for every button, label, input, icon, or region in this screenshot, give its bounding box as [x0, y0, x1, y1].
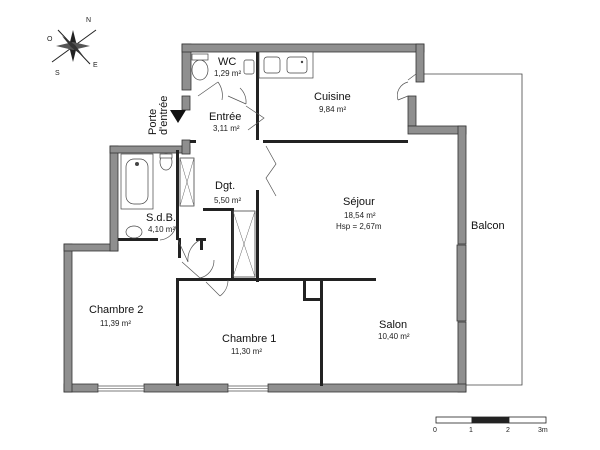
kitchen-counter: [258, 51, 314, 79]
chambre2-name: Chambre 2: [89, 304, 143, 316]
wc-area: 1,29 m²: [214, 69, 241, 78]
wc-name: WC: [218, 56, 236, 68]
scale-tick-0: 0: [433, 427, 437, 434]
interior-walls: [118, 52, 408, 386]
compass-s: S: [55, 70, 60, 77]
sejour-hsp: Hsp = 2,67m: [336, 222, 382, 231]
windows: [97, 385, 269, 392]
salon-area: 10,40 m²: [378, 332, 410, 341]
cuisine-area: 9,84 m²: [319, 105, 346, 114]
entree-name: Entrée: [209, 111, 241, 123]
exterior-walls: [63, 43, 467, 393]
wc-fixtures: [191, 53, 255, 81]
bathroom-fixtures: [120, 153, 173, 239]
entree-area: 3,11 m²: [213, 124, 240, 133]
sdb-name: S.d.B.: [146, 212, 176, 224]
compass-n: N: [86, 17, 91, 24]
cuisine-name: Cuisine: [314, 91, 351, 103]
sdb-area: 4,10 m²: [148, 225, 175, 234]
scale-tick-3: 3m: [538, 427, 548, 434]
sejour-name: Séjour: [343, 196, 375, 208]
entrance-arrow-icon: [170, 110, 186, 123]
compass-rose: N O E S: [47, 17, 98, 77]
scale-tick-2: 2: [506, 427, 510, 434]
chambre1-name: Chambre 1: [222, 333, 276, 345]
doors: [159, 73, 417, 297]
dgt-area: 5,50 m²: [214, 196, 241, 205]
balcony-railing-post: [456, 244, 467, 322]
chambre1-area: 11,30 m²: [231, 347, 262, 356]
scale-bar: 0 1 2 3m: [433, 416, 548, 434]
scale-tick-1: 1: [469, 427, 473, 434]
compass-e: E: [93, 62, 98, 69]
compass-o: O: [47, 36, 53, 43]
dgt-name: Dgt.: [215, 180, 235, 192]
salon-name: Salon: [379, 319, 407, 331]
sejour-area: 18,54 m²: [344, 211, 376, 220]
balcon-name: Balcon: [471, 220, 505, 232]
closets: [179, 157, 256, 278]
porte-entree-label: Porte d'entrée: [147, 96, 170, 135]
chambre2-area: 11,39 m²: [100, 319, 131, 328]
